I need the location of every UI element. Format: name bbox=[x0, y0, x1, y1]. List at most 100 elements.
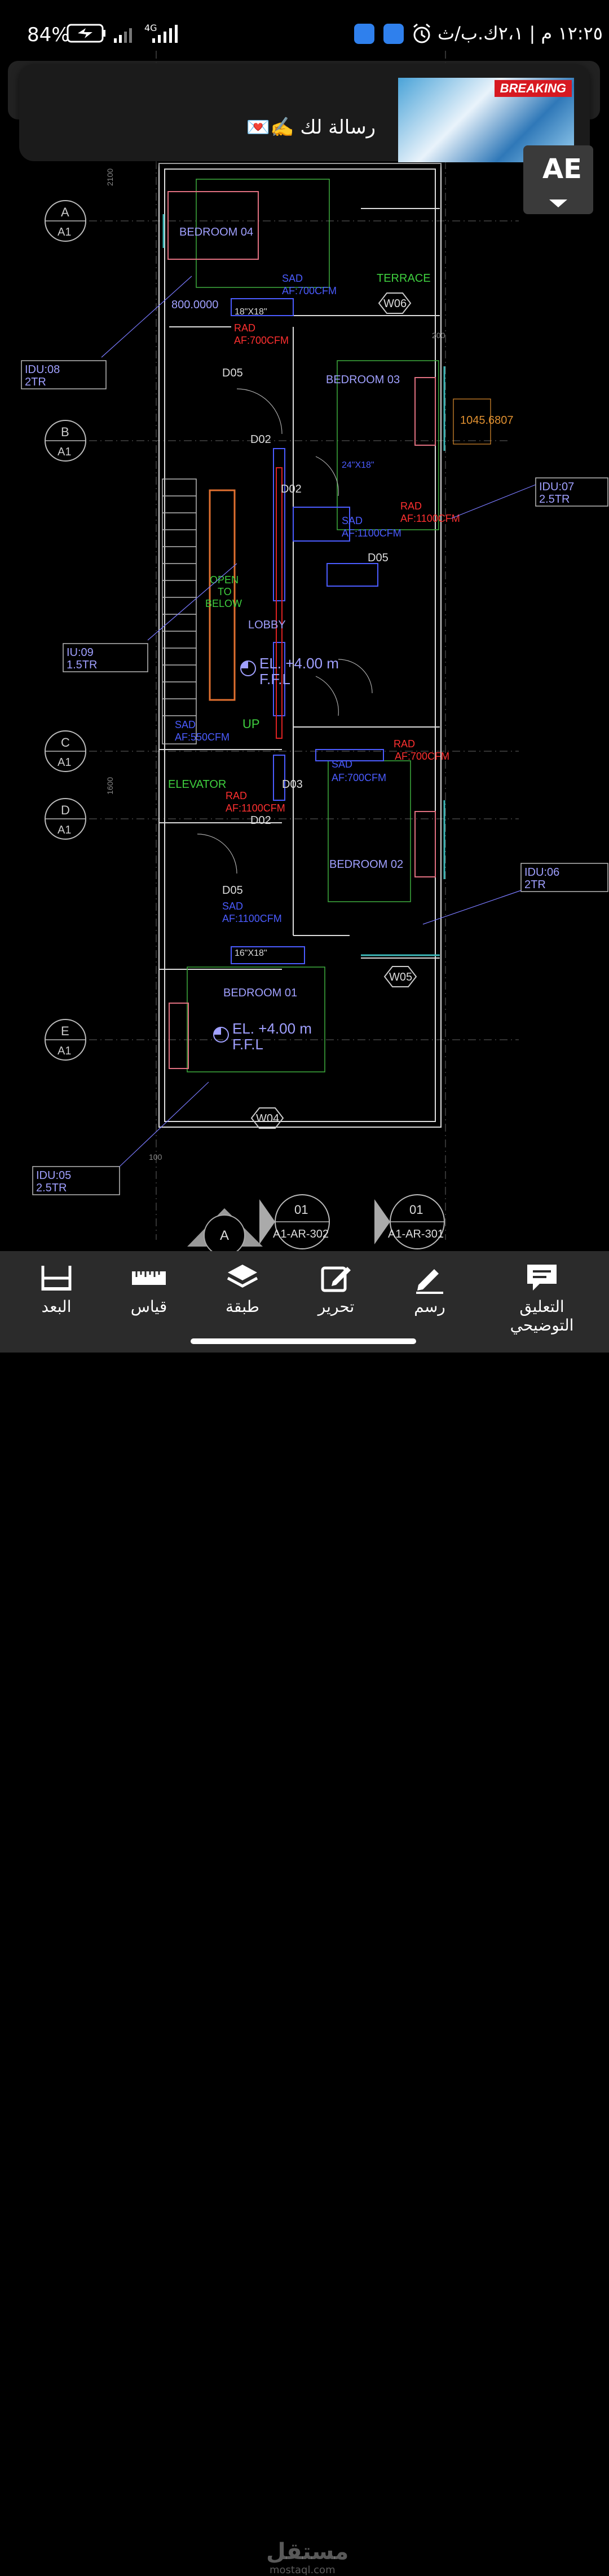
open-to-below-1: OPEN bbox=[210, 574, 239, 586]
ffl-label-1: F.F.L bbox=[259, 671, 290, 688]
comment-icon bbox=[527, 1265, 557, 1291]
window-tag-label: W04 bbox=[256, 1112, 279, 1125]
grid-bubble-sheet: A1 bbox=[58, 824, 71, 836]
idu-tag-id: IDU:07 bbox=[539, 481, 574, 493]
tool-measure[interactable]: قياس bbox=[98, 1262, 200, 1324]
status-bar: 84% 4G ١٢:٢٥ م | ٢،١ك.ب/ث bbox=[0, 0, 609, 62]
room-label-lobby: LOBBY bbox=[248, 619, 286, 631]
ruler-icon bbox=[132, 1271, 166, 1285]
grid-bubble-sheet: A1 bbox=[58, 446, 71, 458]
air-sad-2-a: SAD bbox=[342, 515, 363, 526]
window-tag-w06 bbox=[378, 292, 412, 314]
tool-draw[interactable]: رسم bbox=[379, 1262, 480, 1324]
air-sad-3-a: SAD bbox=[175, 719, 196, 730]
dim-200: 200 bbox=[432, 331, 445, 340]
breaking-badge: BREAKING bbox=[494, 80, 572, 97]
idu-tag-capacity: 1.5TR bbox=[67, 659, 97, 671]
door-label-d05-1: D05 bbox=[222, 367, 243, 379]
air-rad-4-b: AF:700CFM bbox=[395, 751, 449, 762]
air-rad-1-b: AF:700CFM bbox=[234, 335, 289, 346]
tool-dimension[interactable]: البعد bbox=[6, 1262, 107, 1324]
dimension-icon bbox=[41, 1266, 72, 1291]
grid-bubble-letter: A bbox=[61, 205, 69, 219]
room-label-bedroom-03: BEDROOM 03 bbox=[326, 374, 400, 386]
air-sad-3-b: AF:550CFM bbox=[175, 731, 230, 743]
idu-tag-capacity: 2TR bbox=[25, 376, 46, 388]
open-to-below-2: TO bbox=[218, 586, 232, 597]
room-label-bedroom-01: BEDROOM 01 bbox=[223, 987, 297, 999]
air-sad-1-b: AF:700CFM bbox=[282, 285, 337, 296]
section-mark-number: 01 bbox=[294, 1203, 308, 1217]
window-tag-w04 bbox=[250, 1107, 284, 1129]
idu-tag-id: IDU:06 bbox=[524, 866, 559, 879]
tool-edit[interactable]: تحرير bbox=[285, 1262, 387, 1324]
room-label-elevator: ELEVATOR bbox=[168, 778, 226, 791]
grid-bubble-sheet: A1 bbox=[58, 1045, 71, 1057]
grid-bubble-letter: B bbox=[61, 425, 69, 439]
heads-up-notification[interactable]: 💌✍️ رسالة لك BREAKING bbox=[19, 64, 590, 162]
section-mark-ref: A1-AR-301 bbox=[388, 1228, 444, 1240]
air-sad-4-a: SAD bbox=[332, 759, 352, 770]
window-tag-w05 bbox=[383, 966, 417, 987]
tool-dimension-label: البعد bbox=[41, 1297, 72, 1316]
idu-tag-capacity: 2TR bbox=[524, 879, 546, 891]
air-sad-5-b: AF:1100CFM bbox=[222, 913, 282, 924]
elevation-label-1: EL. +4.00 m bbox=[259, 655, 339, 672]
battery-charging-icon bbox=[67, 24, 105, 43]
section-mark-ref: A1-AR-302 bbox=[273, 1228, 329, 1240]
dim-duct-16x18: 16"X18" bbox=[235, 948, 267, 958]
tool-annotation[interactable]: التعليق التوضيحي bbox=[488, 1262, 595, 1334]
idu-tag-box bbox=[63, 643, 148, 672]
idu-tag-id: IDU:08 bbox=[25, 363, 60, 376]
idu-tag-box bbox=[21, 360, 107, 389]
dim-800: 800.0000 bbox=[171, 299, 218, 311]
tool-edit-label: تحرير bbox=[317, 1297, 355, 1316]
idu-tag-box bbox=[32, 1166, 120, 1195]
idu-tag-id: IU:09 bbox=[67, 646, 94, 659]
alarm-icon bbox=[413, 23, 430, 43]
north-arrow-label: A bbox=[220, 1228, 229, 1243]
grid-bubble-letter: D bbox=[61, 803, 70, 817]
dim-1600: 1600 bbox=[105, 777, 114, 795]
network-type: 4G bbox=[144, 23, 157, 33]
room-label-terrace: TERRACE bbox=[377, 272, 431, 285]
idu-tag-box bbox=[520, 863, 608, 892]
section-mark-number: 01 bbox=[409, 1203, 423, 1217]
edit-icon bbox=[321, 1266, 351, 1292]
idu-tag-capacity: 2.5TR bbox=[539, 493, 570, 506]
door-label-d03: D03 bbox=[282, 778, 303, 791]
signal-bars-4g-icon bbox=[152, 25, 178, 43]
grid-bubble-sheet: A1 bbox=[58, 756, 71, 769]
air-sad-2-b: AF:1100CFM bbox=[342, 527, 401, 539]
dim-duct-24x18: 24"X18" bbox=[342, 460, 374, 470]
chevron-down-icon bbox=[549, 199, 567, 207]
air-sad-5-a: SAD bbox=[222, 901, 243, 912]
open-to-below-3: BELOW bbox=[205, 598, 242, 609]
clock-and-speed: ١٢:٢٥ م | ٢،١ك.ب/ث bbox=[438, 23, 603, 44]
air-rad-3-b: AF:1100CFM bbox=[226, 802, 285, 814]
pen-icon bbox=[416, 1269, 443, 1294]
dim-2100: 2100 bbox=[105, 169, 114, 186]
tool-draw-label: رسم bbox=[414, 1297, 445, 1316]
door-label-d05-3: D05 bbox=[222, 884, 243, 897]
signal-bars-icon bbox=[114, 28, 132, 43]
text-style-panel-button[interactable]: AE bbox=[523, 145, 593, 214]
door-label-d02-2: D02 bbox=[281, 483, 302, 495]
dim-1045: 1045.6807 bbox=[460, 414, 514, 427]
layers-icon bbox=[227, 1265, 258, 1288]
watermark-text: مستقل bbox=[266, 2539, 349, 2565]
home-indicator[interactable] bbox=[191, 1338, 416, 1344]
idu-tag-box bbox=[535, 477, 608, 507]
battery-percent: 84% bbox=[27, 24, 70, 46]
grid-bubble-letter: E bbox=[61, 1024, 69, 1038]
ffl-label-2: F.F.L bbox=[232, 1036, 263, 1053]
room-label-bedroom-02: BEDROOM 02 bbox=[329, 858, 403, 871]
grid-bubble-letter: C bbox=[61, 735, 70, 750]
air-rad-4-a: RAD bbox=[394, 738, 415, 750]
watermark-subtext: mostaql.com bbox=[270, 2564, 336, 2576]
tool-layer[interactable]: طبقة bbox=[192, 1262, 293, 1324]
app-notification-icon-2 bbox=[383, 24, 404, 44]
air-sad-4-b: AF:700CFM bbox=[332, 772, 386, 783]
up-label: UP bbox=[242, 717, 260, 731]
